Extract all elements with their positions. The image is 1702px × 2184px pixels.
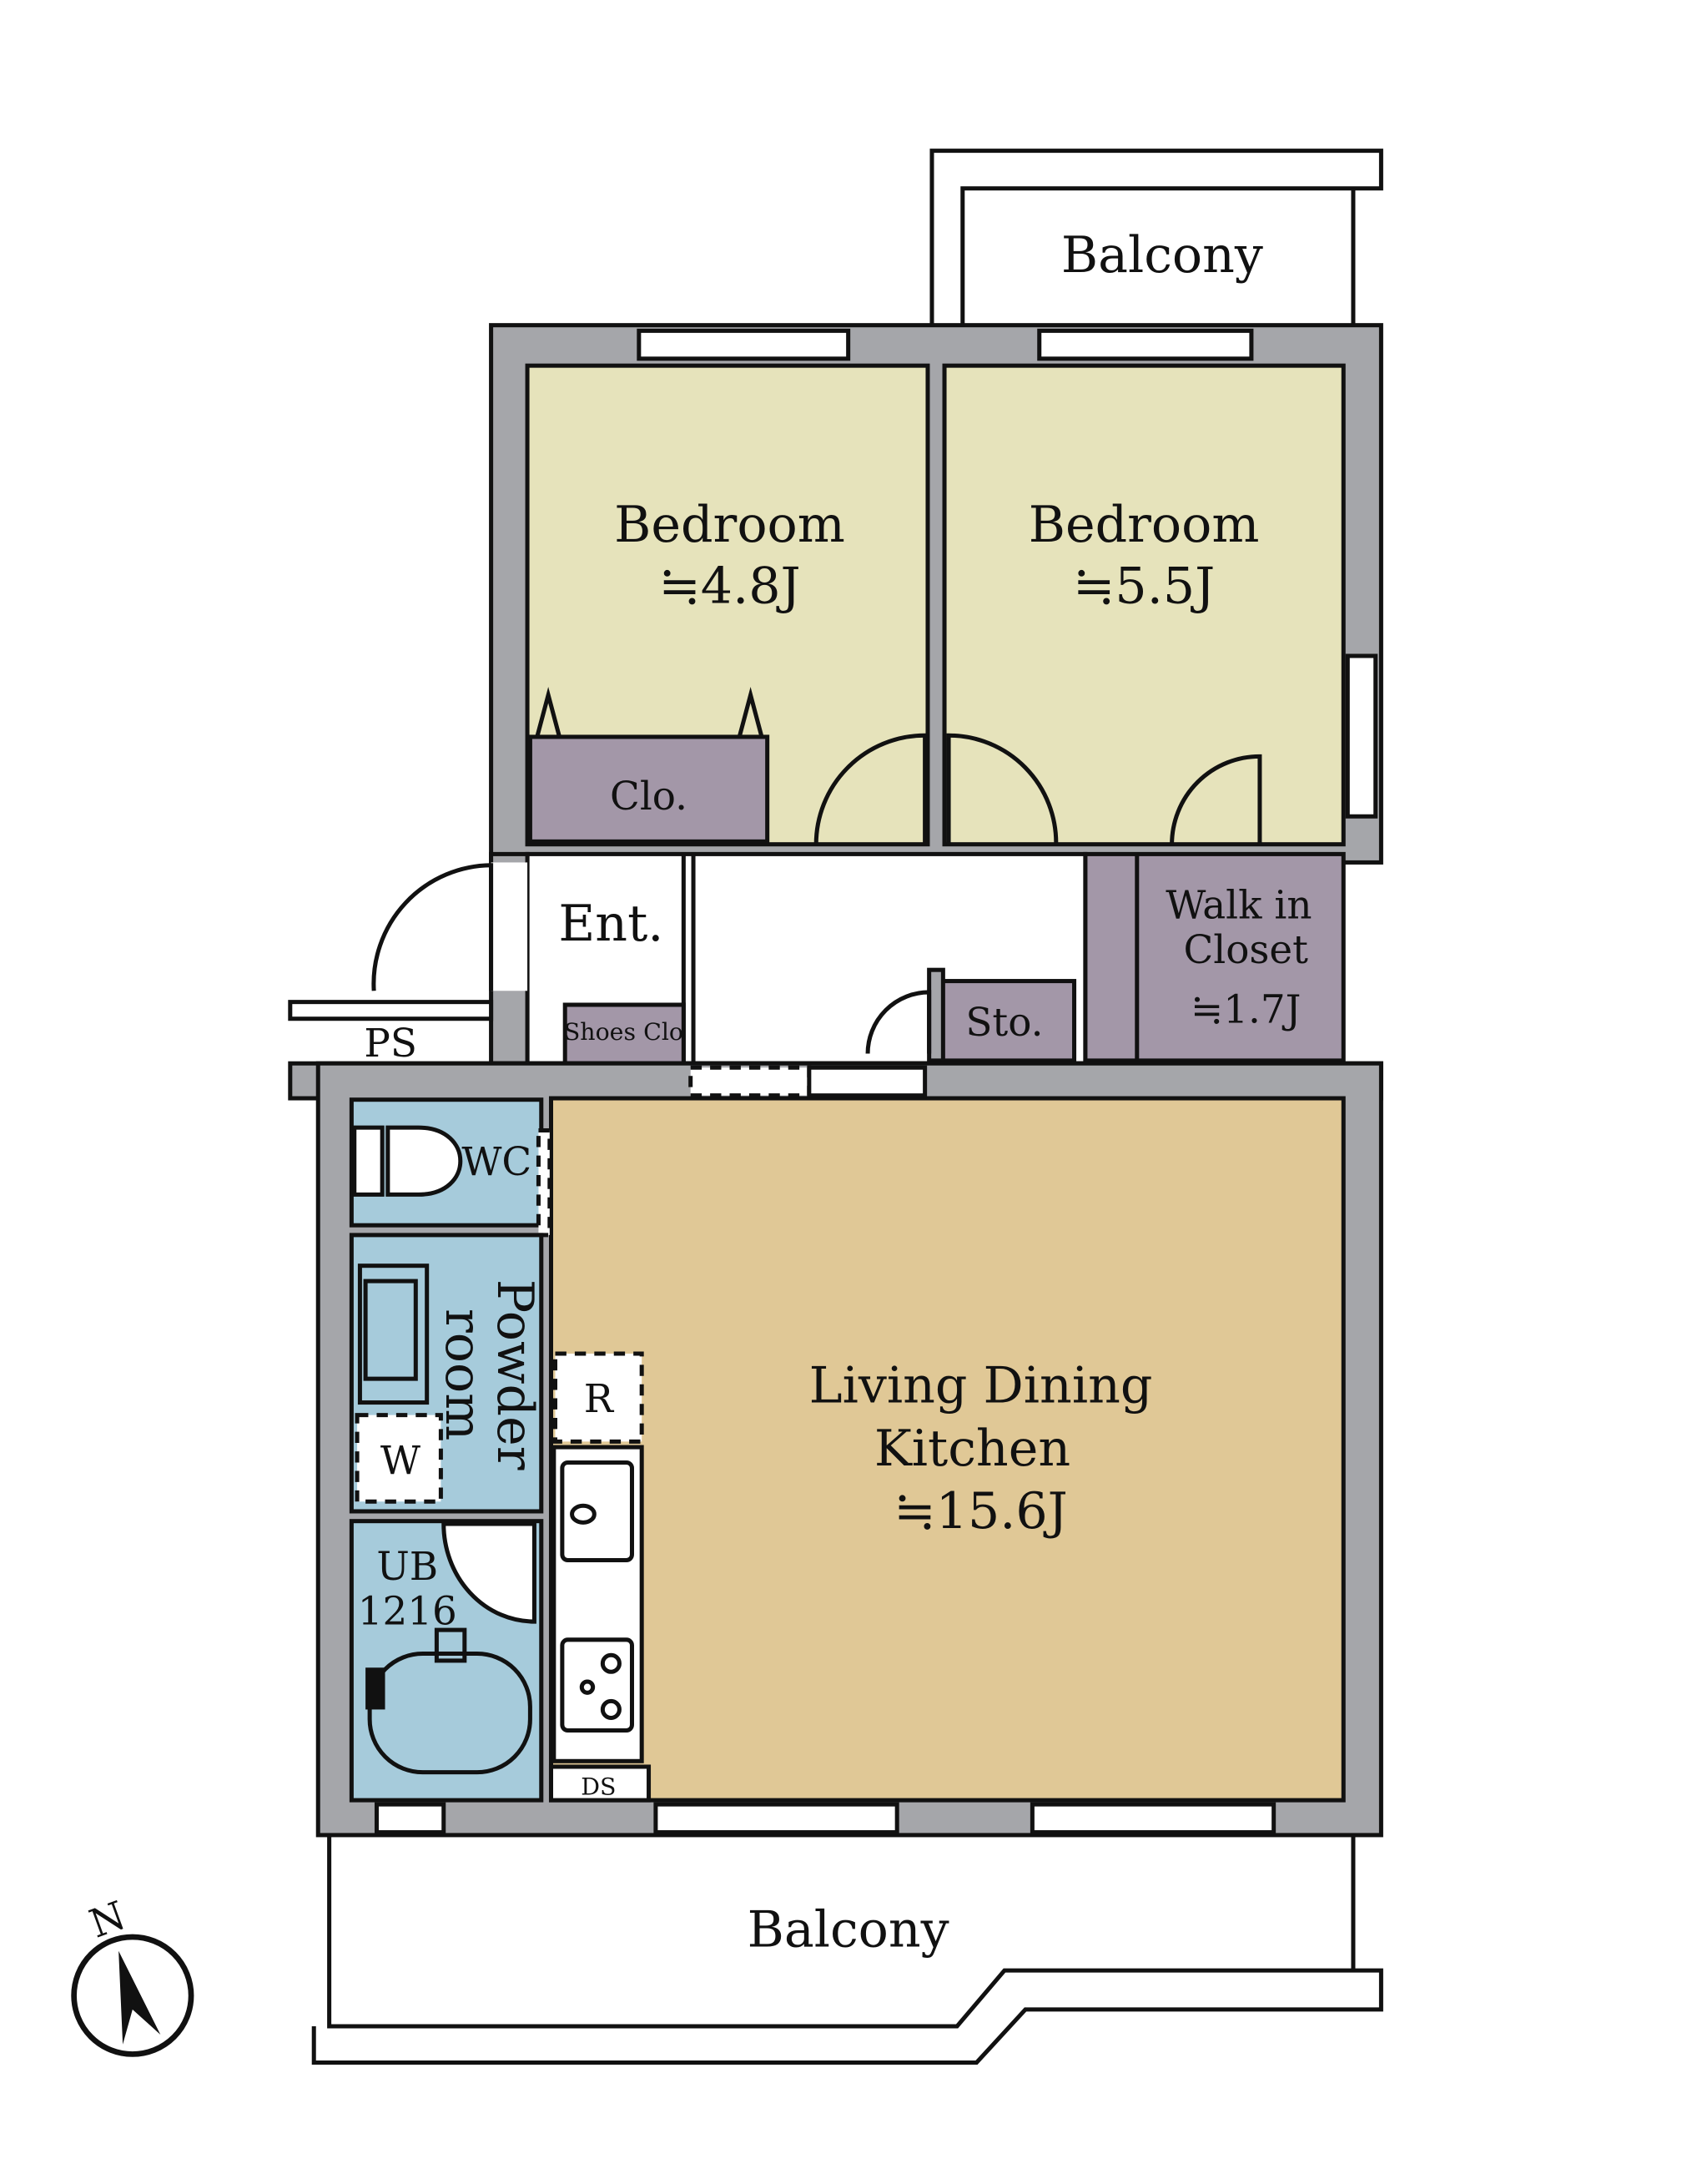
- balcony-top: Balcony: [929, 149, 1383, 325]
- window: [637, 328, 851, 361]
- ub-line2: 1216: [358, 1589, 457, 1634]
- ldk-room: [548, 1096, 1346, 1803]
- ps-label: PS: [364, 1021, 417, 1067]
- refrigerator-label: R: [584, 1377, 615, 1422]
- balcony-top-label: Balcony: [1061, 226, 1263, 285]
- bedroom-left-label: Bedroom ≒4.8J: [614, 496, 845, 616]
- bedroom-right-label: Bedroom ≒5.5J: [1029, 496, 1260, 616]
- stove-icon: [560, 1637, 634, 1733]
- bedroom-right-name: Bedroom: [1029, 496, 1260, 554]
- entrance-door-opening: [491, 862, 528, 991]
- bedroom-left-name: Bedroom: [614, 496, 845, 554]
- ds-label: DS: [581, 1773, 616, 1800]
- balcony-bottom-label: Balcony: [748, 1901, 949, 1960]
- pipe-space: PS: [288, 1000, 494, 1067]
- door-swing: [1170, 754, 1262, 845]
- washer-space: [355, 1413, 443, 1504]
- sliding-door: [536, 1127, 552, 1238]
- ds-space: [548, 1764, 652, 1803]
- walk-in-closet: [1083, 851, 1346, 1063]
- wc-label: WC: [461, 1140, 531, 1185]
- bedroom-right-size: ≒5.5J: [1073, 557, 1215, 615]
- window: [1345, 653, 1378, 819]
- door-swing: [441, 1521, 536, 1624]
- powder-room-line1: Powder: [486, 1279, 544, 1470]
- ldk-line2: Kitchen: [874, 1420, 1070, 1478]
- bedroom-right: [942, 363, 1346, 847]
- shoes-closet-label: Shoes Clo: [564, 1018, 683, 1046]
- bedroom-left-size: ≒4.8J: [658, 557, 800, 615]
- powder-room-line2: room: [434, 1309, 492, 1440]
- washbasin-icon: [357, 1263, 430, 1405]
- closet: [527, 734, 770, 844]
- window: [653, 1802, 899, 1835]
- ub-line1: UB: [376, 1545, 438, 1590]
- toilet-icon: [352, 1125, 463, 1197]
- door-swing: [946, 733, 1059, 845]
- entrance-door-swing: [371, 863, 494, 991]
- door-swing: [813, 733, 928, 845]
- balcony-bottom: Balcony: [311, 1834, 1383, 2065]
- storage-label: Sto.: [965, 1001, 1043, 1046]
- window: [374, 1802, 446, 1835]
- closet-label: Clo.: [610, 774, 687, 820]
- ldk-size: ≒15.6J: [894, 1482, 1068, 1541]
- ldk-line1: Living Dining: [809, 1357, 1153, 1415]
- north-arrow-icon: N: [71, 1894, 194, 2057]
- wic-line2: Closet: [1183, 928, 1308, 973]
- sink-icon: [560, 1460, 634, 1563]
- kitchen-counter: [551, 1445, 644, 1763]
- refrigerator-space: [553, 1351, 644, 1444]
- door-swing: [865, 990, 932, 1054]
- wic-size: ≒1.7J: [1191, 988, 1301, 1033]
- wic-line1: Walk in: [1166, 883, 1312, 928]
- sliding-door: [807, 1065, 928, 1098]
- window: [1030, 1802, 1276, 1835]
- washer-label: W: [380, 1439, 420, 1484]
- shoes-closet: [562, 1002, 686, 1066]
- ldk-label: Living Dining Kitchen ≒15.6J: [809, 1357, 1153, 1541]
- sliding-door: [688, 1065, 812, 1098]
- entrance-label: Ent.: [558, 895, 663, 953]
- bathtub-icon: [365, 1627, 532, 1775]
- window: [1037, 328, 1254, 361]
